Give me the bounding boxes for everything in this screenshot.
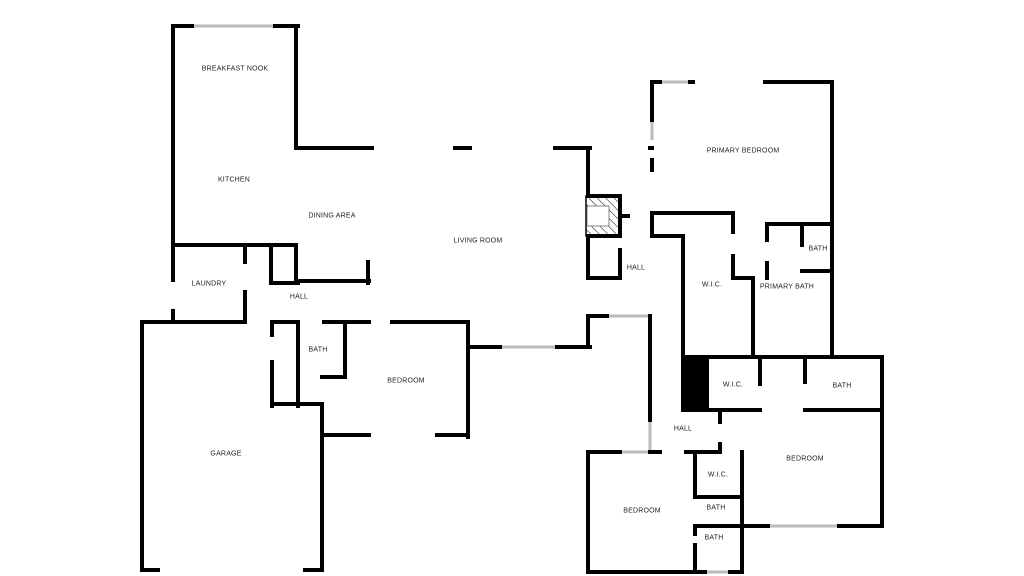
room-label: BEDROOM (786, 455, 824, 463)
solid-blocks (683, 358, 707, 410)
room-label: BATH (808, 245, 828, 253)
room-label: HALL (289, 293, 309, 301)
room-label: HALL (673, 425, 693, 433)
room-label: HALL (626, 264, 646, 272)
fireplace-icon (585, 195, 621, 237)
room-label: BEDROOM (387, 377, 425, 385)
room-label: LAUNDRY (191, 280, 227, 288)
room-label: BEDROOM (623, 507, 661, 515)
room-label: BATH (704, 534, 724, 542)
room-label: BATH (706, 504, 726, 512)
room-label: LIVING ROOM (453, 237, 503, 245)
room-label: BATH (308, 346, 328, 354)
room-label: PRIMARY BATH (759, 283, 815, 291)
solid-wall-block (683, 358, 707, 410)
windows (171, 24, 839, 574)
room-label: W.I.C. (707, 471, 729, 479)
room-label: BATH (832, 382, 852, 390)
room-label: W.I.C. (722, 381, 744, 389)
room-label: DINING AREA (308, 212, 356, 220)
room-label: W.I.C. (701, 281, 723, 289)
room-label: KITCHEN (217, 176, 251, 184)
room-label: GARAGE (210, 450, 242, 458)
walls (140, 24, 884, 574)
room-label: BREAKFAST NOOK (201, 65, 269, 73)
room-label: PRIMARY BEDROOM (706, 147, 780, 155)
